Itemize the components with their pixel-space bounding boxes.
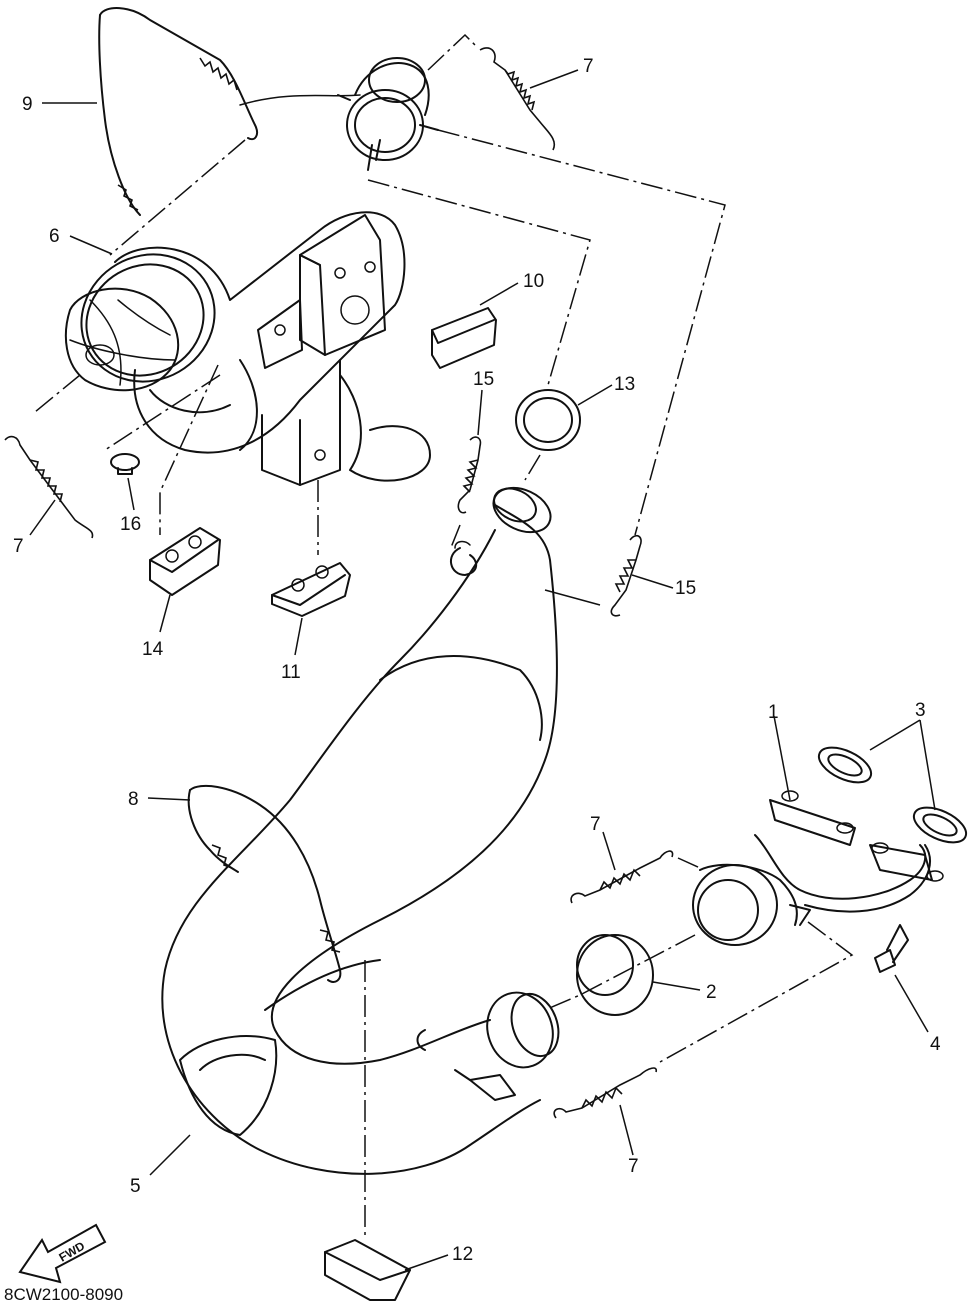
damper-10 bbox=[431, 307, 497, 369]
callout-11: 11 bbox=[281, 662, 301, 683]
callout-1: 1 bbox=[768, 702, 779, 723]
screw-16 bbox=[110, 453, 140, 475]
fwd-arrow-icon: FWD bbox=[18, 1223, 107, 1284]
silencer-assembly bbox=[64, 57, 439, 486]
callout-7-left: 7 bbox=[13, 536, 24, 557]
damper-14 bbox=[149, 527, 221, 596]
spring-7-top bbox=[479, 47, 556, 151]
callout-13: 13 bbox=[614, 374, 635, 395]
callout-7-top: 7 bbox=[583, 56, 594, 77]
exhaust-pipe-chamber bbox=[161, 486, 560, 1175]
callout-6: 6 bbox=[49, 226, 60, 247]
gasket-13 bbox=[515, 389, 581, 451]
spring-7-left bbox=[4, 435, 94, 539]
bolt-4 bbox=[874, 924, 909, 973]
spring-7-mid bbox=[570, 850, 674, 904]
callout-16: 16 bbox=[120, 514, 141, 535]
callout-4: 4 bbox=[930, 1034, 941, 1055]
damper-12 bbox=[324, 1239, 411, 1301]
callout-7-bottom: 7 bbox=[628, 1156, 639, 1177]
callout-5: 5 bbox=[130, 1176, 141, 1197]
callout-14: 14 bbox=[142, 639, 164, 660]
callout-15-right: 15 bbox=[675, 578, 696, 599]
spring-15-right bbox=[610, 534, 642, 617]
callout-10: 10 bbox=[523, 271, 544, 292]
spring-8 bbox=[187, 784, 342, 983]
spring-7-bottom bbox=[553, 1067, 658, 1119]
spring-15-center bbox=[457, 436, 482, 514]
diagram-code: 8CW2100-8090 bbox=[4, 1285, 123, 1304]
callout-7-mid: 7 bbox=[590, 814, 601, 835]
silencer-inlet-tube bbox=[367, 139, 381, 171]
callout-9: 9 bbox=[22, 94, 33, 115]
gasket-3a bbox=[817, 746, 873, 784]
gasket-2 bbox=[576, 934, 654, 1016]
spring-9 bbox=[98, 7, 258, 216]
assembly-lines bbox=[34, 33, 854, 1235]
callout-labels: 9 6 7 10 13 15 15 7 16 14 11 1 3 8 7 2 4… bbox=[13, 56, 941, 1265]
callout-12: 12 bbox=[452, 1244, 473, 1265]
callout-3: 3 bbox=[915, 700, 926, 721]
leader-lines bbox=[29, 69, 936, 1271]
gasket-3b bbox=[912, 806, 968, 844]
damper-11 bbox=[271, 562, 351, 617]
callout-8: 8 bbox=[128, 789, 139, 810]
manifold-pipe bbox=[692, 790, 944, 946]
callout-2: 2 bbox=[706, 982, 717, 1003]
callout-15-center: 15 bbox=[473, 369, 494, 390]
